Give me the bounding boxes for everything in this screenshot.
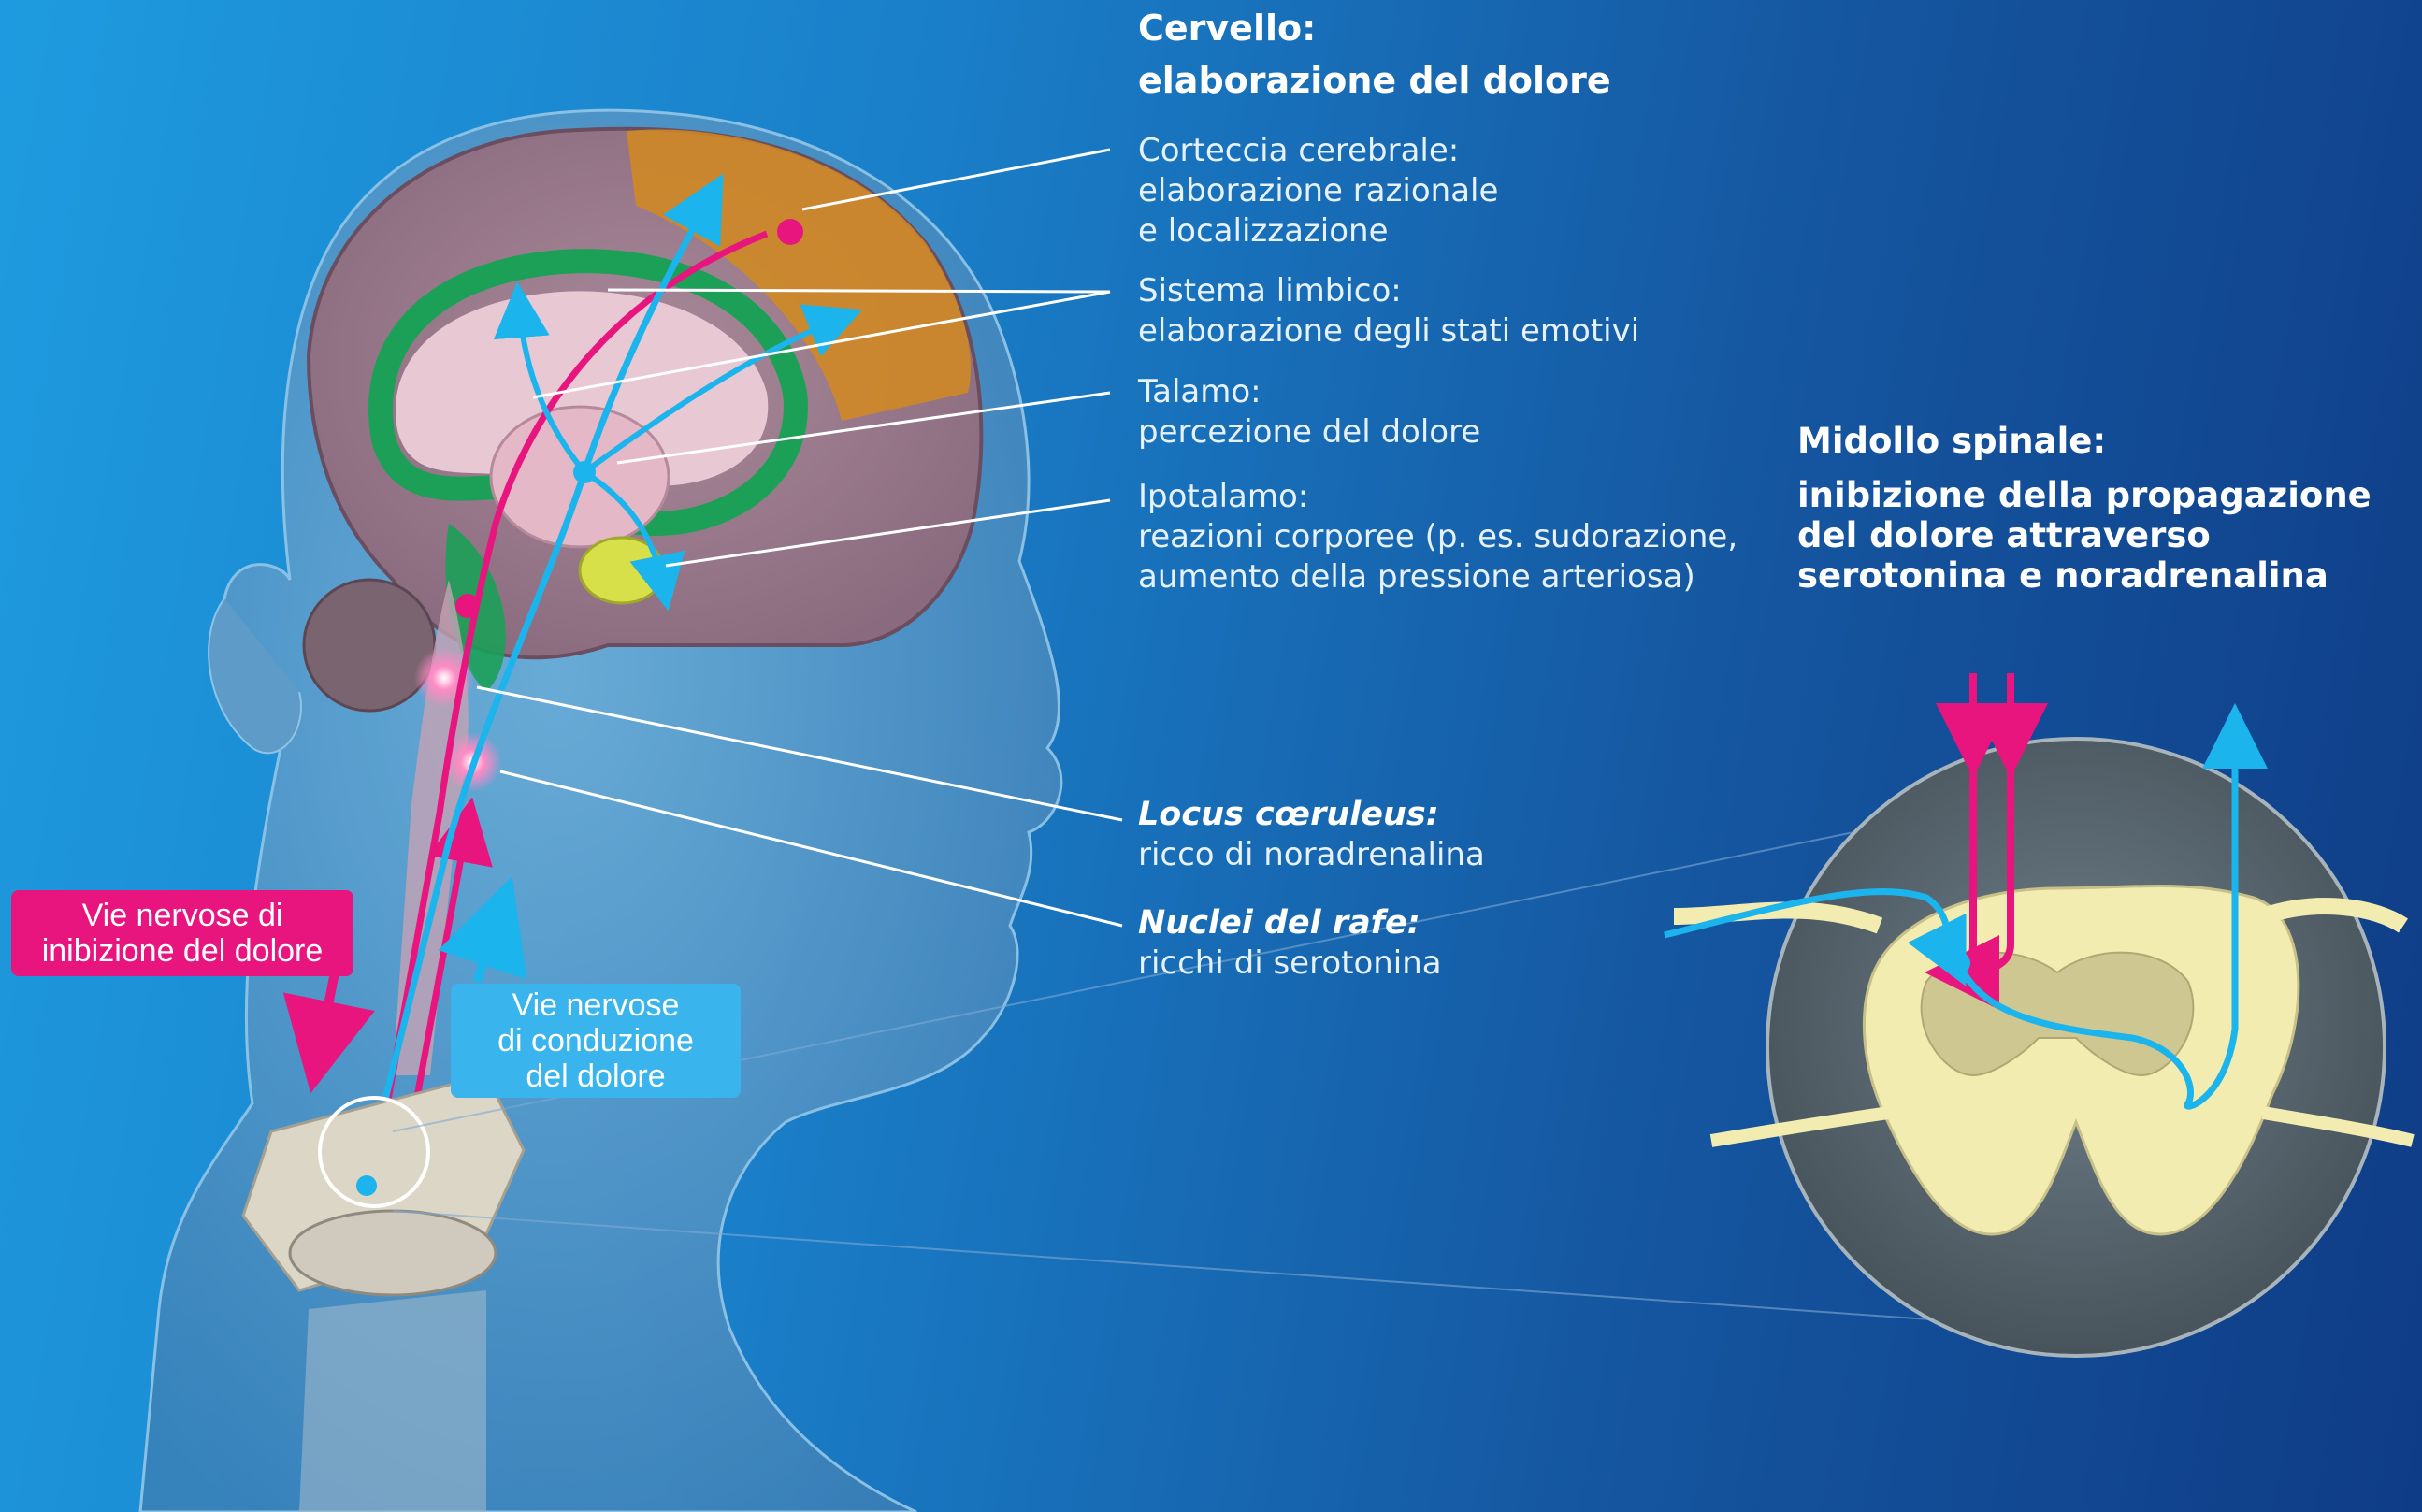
cortex-line2: e localizzazione [1138,212,1389,250]
spinal-line3: serotonina e noradrenalina [1797,555,2328,596]
thalamus-label: Talamo: percezione del dolore [1138,372,1480,453]
cortex-label: Corteccia cerebrale: elaborazione razion… [1138,131,1498,252]
spinal-section-text: inibizione della propagazione del dolore… [1797,475,2372,596]
raphe-label: Nuclei del rafe: ricchi di serotonina [1138,903,1442,984]
conduction-line1: Vie nervose [512,987,680,1023]
conduction-callout: Vie nervose di conduzione del dolore [451,984,741,1098]
conduction-arrow [438,876,527,984]
spinal-section-title: Midollo spinale: [1797,421,2107,461]
conduction-pathways-head [361,173,863,1184]
conduction-line3: del dolore [526,1058,666,1094]
locus-label: Locus cœruleus: ricco di noradrenalina [1138,795,1485,875]
hypothalamus-label: Ipotalamo: reazioni corporee (p. es. sud… [1138,477,1737,598]
spinal-line1: inibizione della propagazione [1797,475,2372,515]
inhibition-callout: Vie nervose di inibizione del dolore [11,890,353,976]
spinal-cord-cross-section [1664,673,2415,1358]
cortex-title: Corteccia cerebrale: [1138,132,1460,169]
conduction-line2: di conduzione [497,1023,694,1058]
cerebellum-shape [302,578,437,713]
ear-shape [208,598,302,755]
hypothalamus-line2: aumento della pressione arteriosa) [1138,558,1695,596]
hypothalamus-title: Ipotalamo: [1138,478,1309,515]
limbic-line1: elaborazione degli stati emotivi [1138,312,1640,350]
inhibition-arrow [282,962,375,1094]
limbic-title: Sistema limbico: [1138,272,1402,310]
locus-line1: ricco di noradrenalina [1138,836,1485,873]
thalamus-line1: percezione del dolore [1138,413,1481,451]
limbic-label: Sistema limbico: elaborazione degli stat… [1138,271,1639,352]
raphe-line1: ricchi di serotonina [1138,944,1442,982]
locus-title: Locus cœruleus: [1138,796,1439,833]
brain-section-title: Cervello: [1138,7,1317,49]
raphe-title: Nuclei del rafe: [1138,904,1420,942]
thalamus-title: Talamo: [1138,373,1261,410]
leader-lines [476,148,1123,928]
inhibition-line2: inibizione del dolore [41,933,324,969]
cortex-line1: elaborazione razionale [1138,172,1499,209]
brain-section-subtitle: elaborazione del dolore [1138,60,1611,101]
spinal-line2: del dolore attraverso [1797,515,2211,555]
magnify-circle [318,1096,430,1208]
hypothalamus-line1: reazioni corporee (p. es. sudorazione, [1138,518,1738,555]
inhibition-line1: Vie nervose di [81,898,283,933]
